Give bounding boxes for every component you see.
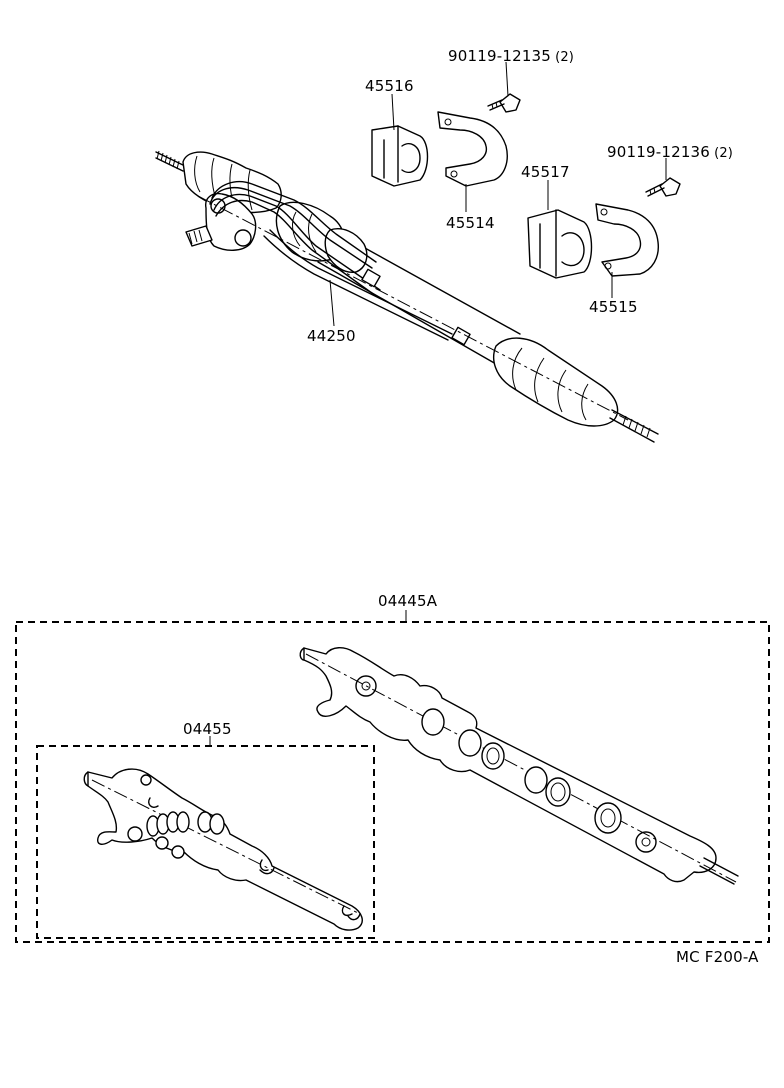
label-04445A: 04445A [378,592,438,610]
bolt-90119-12136 [645,177,681,197]
kit-04445A-housing [299,647,739,885]
bracket-45514 [437,111,508,187]
label-90119-12136: 90119-12136(2) [607,143,733,161]
pressure-lines [209,180,471,346]
kit-04455-seals [146,811,225,837]
kit-04455-housing [83,768,363,931]
label-04455: 04455 [183,720,232,738]
figure-code: MC F200-A [676,948,759,966]
bushing-45517 [527,209,593,279]
label-45514: 45514 [446,214,495,232]
kit-04445A-seals [421,708,622,834]
label-45517: 45517 [521,163,570,181]
steering-rack-assembly [155,150,659,443]
leader-lines [209,61,667,746]
label-45515: 45515 [589,298,638,316]
right-tie-rod-thread [609,409,659,443]
left-tie-rod-thread [155,150,186,172]
label-44250: 44250 [307,327,356,345]
kit-04455-boundary [36,745,375,939]
label-90119-12135: 90119-12135(2) [448,47,574,65]
part-qty: (2) [555,50,575,65]
bushing-45516 [371,125,429,187]
part-number: 90119-12136 [607,143,711,161]
kit-04445A-boundary [15,621,770,943]
bolt-90119-12135 [487,93,521,113]
bracket-45515 [595,203,659,277]
part-qty: (2) [714,146,734,161]
label-45516: 45516 [365,77,414,95]
part-number: 90119-12135 [448,47,552,65]
pinion-shaft [185,225,213,247]
